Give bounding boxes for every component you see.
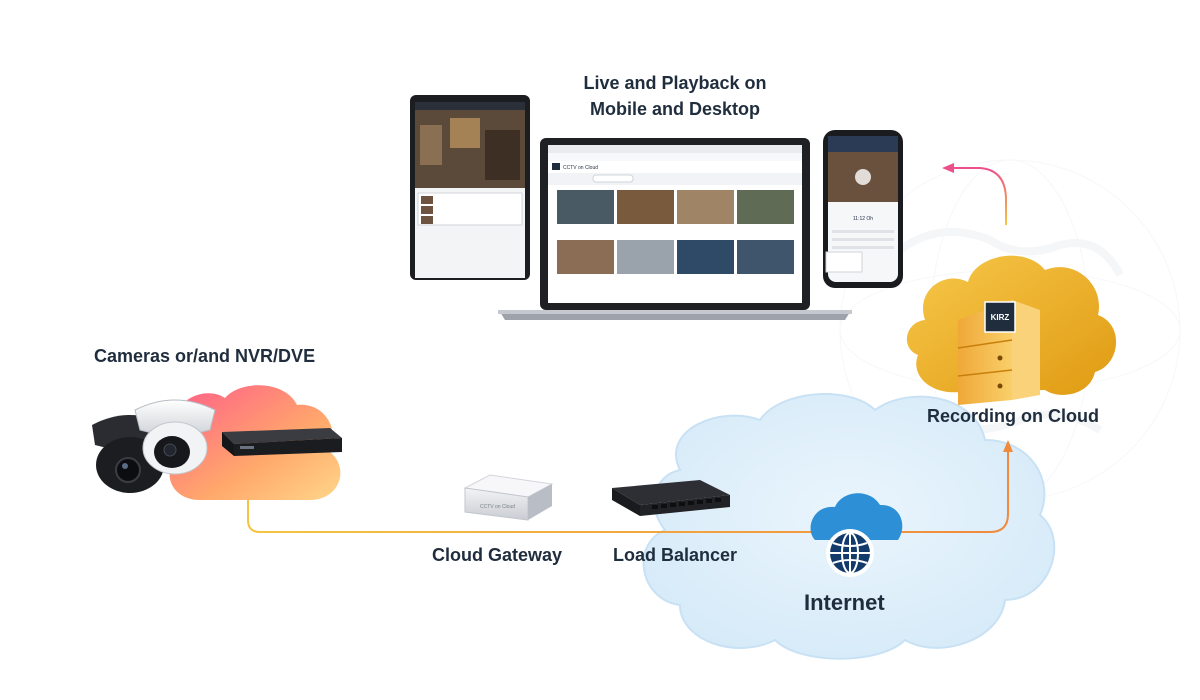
label-recording: Recording on Cloud (927, 406, 1099, 426)
label-internet: Internet (804, 590, 885, 615)
label-cloud-gateway: Cloud Gateway (432, 545, 563, 565)
tablet-device (410, 95, 530, 280)
phone-device: 11:12 Oh (823, 130, 903, 288)
label-live-playback: Live and Playback on Mobile and Desktop (560, 70, 790, 122)
camera-grid (557, 190, 794, 274)
svg-text:CCTV on Cloud: CCTV on Cloud (480, 504, 515, 510)
cloud-server-icon: KIRZ (957, 300, 1040, 405)
connector-top (952, 167, 1007, 225)
cloud-gateway-device: CCTV on Cloud (463, 474, 554, 521)
load-balancer-router (612, 480, 730, 516)
laptop-device: CCTV on Cloud (498, 138, 852, 320)
phone-time: 11:12 Oh (853, 216, 873, 222)
arrow-up-to-recording (1003, 440, 1013, 452)
label-cameras: Cameras or/and NVR/DVE (94, 346, 316, 366)
arrow-to-viewers (942, 163, 954, 173)
label-live-playback-line2: Mobile and Desktop (589, 99, 760, 119)
nvr-recorder (222, 428, 342, 456)
globe-icon (830, 532, 870, 574)
label-live-playback-line1: Live and Playback on (583, 73, 767, 93)
laptop-app-title: CCTV on Cloud (563, 165, 598, 171)
dome-camera-white (134, 399, 216, 475)
connector-bottom (247, 450, 1009, 533)
internet-cloud-icon (810, 493, 903, 577)
kirz-brand: KIRZ (991, 313, 1010, 322)
label-load-balancer: Load Balancer (613, 545, 738, 565)
